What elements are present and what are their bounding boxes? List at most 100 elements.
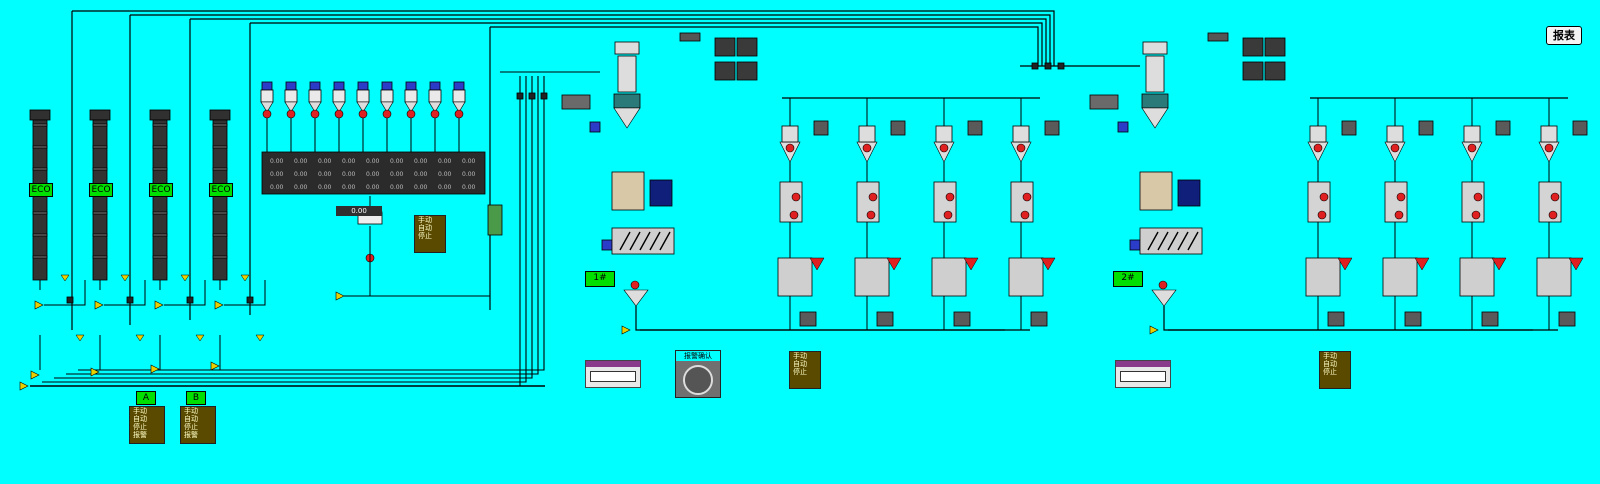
check-valve-icon bbox=[240, 274, 250, 282]
branch-valve-icon bbox=[1414, 257, 1430, 271]
extractor-2-label: ECO bbox=[89, 183, 113, 197]
inlet-arrow-icon bbox=[154, 300, 164, 310]
fitting-icon bbox=[1044, 62, 1052, 70]
branch-gauge bbox=[813, 120, 829, 136]
tag-box bbox=[679, 32, 701, 42]
valve-icon bbox=[310, 109, 320, 119]
extractor-ring bbox=[92, 167, 108, 171]
bin-readout: 0.00 bbox=[342, 184, 356, 191]
scale-readout: 0.00 bbox=[336, 206, 382, 216]
screw-flight bbox=[1157, 231, 1169, 251]
bin-readout: 0.00 bbox=[342, 158, 356, 165]
valve-icon bbox=[262, 109, 272, 119]
bin-array bbox=[261, 151, 486, 195]
extractor-pipe bbox=[104, 280, 146, 306]
bin-readout: 0.00 bbox=[294, 184, 308, 191]
extractor-ring bbox=[152, 123, 168, 127]
check-valve-icon bbox=[120, 274, 130, 282]
alarm-confirm-panel[interactable]: 报警确认 bbox=[675, 350, 721, 398]
bin-cone bbox=[284, 101, 298, 113]
bin-motor-icon bbox=[285, 81, 297, 91]
bin-readout: 0.00 bbox=[270, 184, 284, 191]
screw-flight bbox=[639, 231, 651, 251]
line1-control-box[interactable] bbox=[585, 360, 641, 388]
control-block bbox=[1089, 94, 1119, 110]
check-valve-icon bbox=[195, 334, 205, 342]
valve-icon bbox=[1020, 210, 1030, 220]
branch-gauge bbox=[799, 311, 817, 327]
bin-hopper bbox=[332, 89, 346, 103]
branch-valve-icon bbox=[1568, 257, 1584, 271]
scale-panel[interactable]: 手动自动 停止 bbox=[414, 215, 446, 253]
status-grid bbox=[714, 37, 736, 57]
inlet-arrow-icon bbox=[94, 300, 104, 310]
valve-icon bbox=[789, 210, 799, 220]
extractor-ring bbox=[152, 145, 168, 149]
extractor-ring bbox=[32, 211, 48, 215]
inlet-arrow-icon bbox=[335, 291, 345, 301]
discharge-cone bbox=[1151, 289, 1177, 307]
bin-hopper bbox=[260, 89, 274, 103]
extractor-ring bbox=[32, 123, 48, 127]
status-grid bbox=[714, 61, 736, 81]
screw-flight bbox=[659, 231, 671, 251]
report-button[interactable]: 报表 bbox=[1546, 26, 1582, 45]
branch-press bbox=[1305, 257, 1341, 297]
valve-icon bbox=[862, 143, 872, 153]
valve-icon bbox=[868, 192, 878, 202]
extractor-ring bbox=[152, 211, 168, 215]
inlet-arrow-icon bbox=[19, 381, 29, 391]
bin-motor-icon bbox=[261, 81, 273, 91]
cyclone-cone bbox=[1141, 107, 1169, 129]
station-a-panel[interactable]: 手动自动 停止报警 bbox=[129, 406, 165, 444]
screw-press bbox=[611, 227, 675, 255]
extractor-4-label: ECO bbox=[209, 183, 233, 197]
line2-panel[interactable]: 手动自动 停止 bbox=[1319, 351, 1351, 389]
branch-valve-icon bbox=[809, 257, 825, 271]
extractor-pipe bbox=[224, 280, 266, 306]
bin-cone bbox=[428, 101, 442, 113]
separator-body bbox=[1145, 55, 1165, 93]
status-grid bbox=[1264, 61, 1286, 81]
bin-hopper bbox=[308, 89, 322, 103]
mixer-tank bbox=[611, 171, 645, 211]
bin-cone bbox=[308, 101, 322, 113]
valve-icon bbox=[1158, 280, 1168, 290]
status-grid bbox=[736, 37, 758, 57]
station-b-panel[interactable]: 手动自动 停止报警 bbox=[180, 406, 216, 444]
valve-icon bbox=[1396, 192, 1406, 202]
bin-readout: 0.00 bbox=[438, 184, 452, 191]
screw-flight bbox=[619, 231, 631, 251]
cyclone-cone bbox=[613, 107, 641, 129]
fitting-icon bbox=[1031, 62, 1039, 70]
extractor-ring bbox=[212, 233, 228, 237]
bin-motor-icon bbox=[405, 81, 417, 91]
valve-icon bbox=[1022, 192, 1032, 202]
branch-vessel bbox=[1463, 125, 1481, 143]
branch-press bbox=[1008, 257, 1044, 297]
inlet-arrow-icon bbox=[210, 361, 220, 371]
extractor-ring bbox=[152, 255, 168, 259]
branch-gauge bbox=[1481, 311, 1499, 327]
motor-icon bbox=[1129, 239, 1141, 251]
line2-control-box[interactable] bbox=[1115, 360, 1171, 388]
bin-readout: 0.00 bbox=[270, 158, 284, 165]
valve-icon bbox=[1317, 210, 1327, 220]
motor-icon bbox=[601, 239, 613, 251]
bin-readout: 0.00 bbox=[462, 184, 476, 191]
line1-panel[interactable]: 手动自动 停止 bbox=[789, 351, 821, 389]
branch-press bbox=[854, 257, 890, 297]
extractor-top bbox=[89, 109, 111, 121]
extractor-pipe bbox=[44, 280, 86, 306]
return-pipe bbox=[42, 76, 527, 383]
feeder-top bbox=[614, 41, 640, 55]
fitting-icon bbox=[246, 296, 254, 304]
bin-hopper bbox=[380, 89, 394, 103]
extractor-ring bbox=[92, 145, 108, 149]
cyclone-band bbox=[613, 93, 641, 109]
status-grid bbox=[1264, 37, 1286, 57]
branch-gauge bbox=[1044, 120, 1060, 136]
bin-readout: 0.00 bbox=[366, 184, 380, 191]
check-valve-icon bbox=[75, 334, 85, 342]
